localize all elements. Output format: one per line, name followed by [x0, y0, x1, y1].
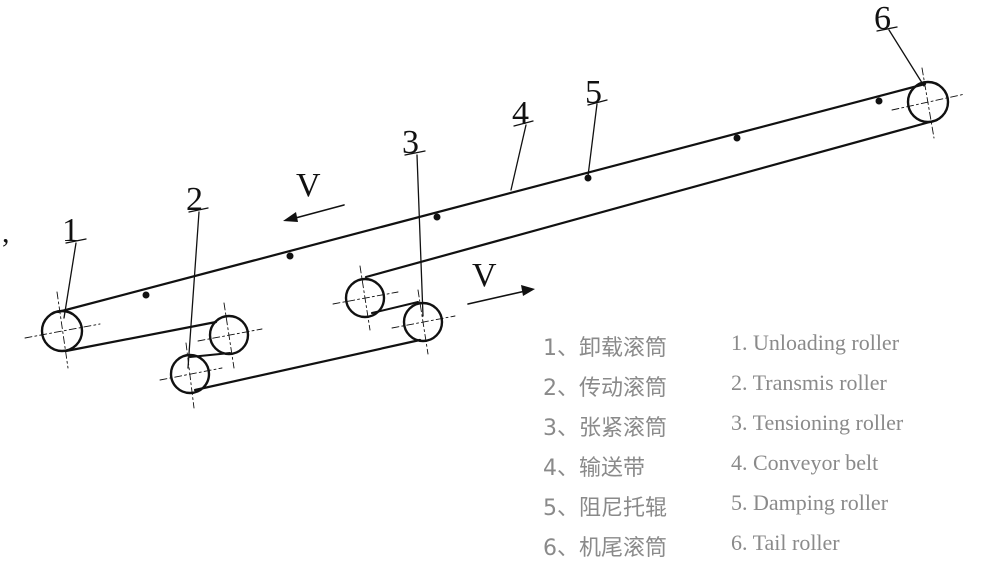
damping-idler: [733, 134, 741, 142]
belt-top-run: [56, 82, 927, 314]
tail-roller: [906, 80, 950, 124]
legend-row: 2、传动滚筒 2. Transmis roller: [543, 370, 993, 408]
legend-row: 4、输送带 4. Conveyor belt: [543, 450, 993, 488]
velocity-arrow-top-head: [283, 212, 298, 222]
legend-cn-label: 4、输送带: [543, 456, 645, 481]
tensioning-roller-upper: [344, 277, 386, 319]
damping-idler: [142, 291, 150, 299]
legend-en-label: 6. Tail roller: [731, 530, 840, 555]
callout-leaders: [63, 29, 925, 369]
legend-en-label: 1. Unloading roller: [731, 330, 900, 355]
legend-row: 1、卸载滚筒 1. Unloading roller: [543, 330, 993, 368]
damping-idler: [286, 252, 294, 260]
legend-cn-label: 6、机尾滚筒: [543, 536, 667, 561]
transmission-roller-upper: [208, 314, 250, 356]
callout-1: 1: [62, 212, 79, 249]
legend-cn-label: 3、张紧滚筒: [543, 416, 667, 441]
velocity-label-top: V: [296, 167, 321, 204]
callout-6: 6: [874, 0, 891, 37]
legend-cn-label: 5、阻尼托辊: [543, 496, 667, 521]
legend-en-label: 4. Conveyor belt: [731, 450, 879, 475]
legend-cn-label: 2、传动滚筒: [543, 376, 667, 401]
legend-en-label: 2. Transmis roller: [731, 370, 887, 395]
callout-3: 3: [402, 124, 419, 161]
callout-4: 4: [512, 95, 529, 132]
legend-en-label: 3. Tensioning roller: [731, 410, 904, 435]
callout-2: 2: [186, 181, 203, 218]
velocity-arrow-top: [287, 204, 345, 221]
velocity-arrow-bottom-head: [521, 285, 535, 296]
belt-return-mid: [364, 118, 939, 279]
legend-cn-label: 1、卸载滚筒: [543, 336, 667, 361]
damping-idler: [433, 213, 441, 221]
legend-en-label: 5. Damping roller: [731, 490, 889, 515]
unloading-roller: [40, 309, 84, 353]
velocity-label-bottom: V: [472, 257, 497, 294]
roller-centerlines: [24, 67, 966, 409]
belt-drive-loop-bottom: [193, 338, 422, 392]
legend-row: 5、阻尼托辊 5. Damping roller: [543, 490, 993, 528]
damping-idler: [584, 174, 592, 182]
velocity-arrow-bottom: [467, 289, 531, 305]
callout-5: 5: [585, 74, 602, 111]
transmission-roller-lower: [169, 353, 211, 395]
damping-idler: [875, 97, 883, 105]
stray-mark: ,: [2, 216, 10, 249]
legend-row: 3、张紧滚筒 3. Tensioning roller: [543, 410, 993, 448]
legend-row: 6、机尾滚筒 6. Tail roller: [543, 530, 993, 563]
